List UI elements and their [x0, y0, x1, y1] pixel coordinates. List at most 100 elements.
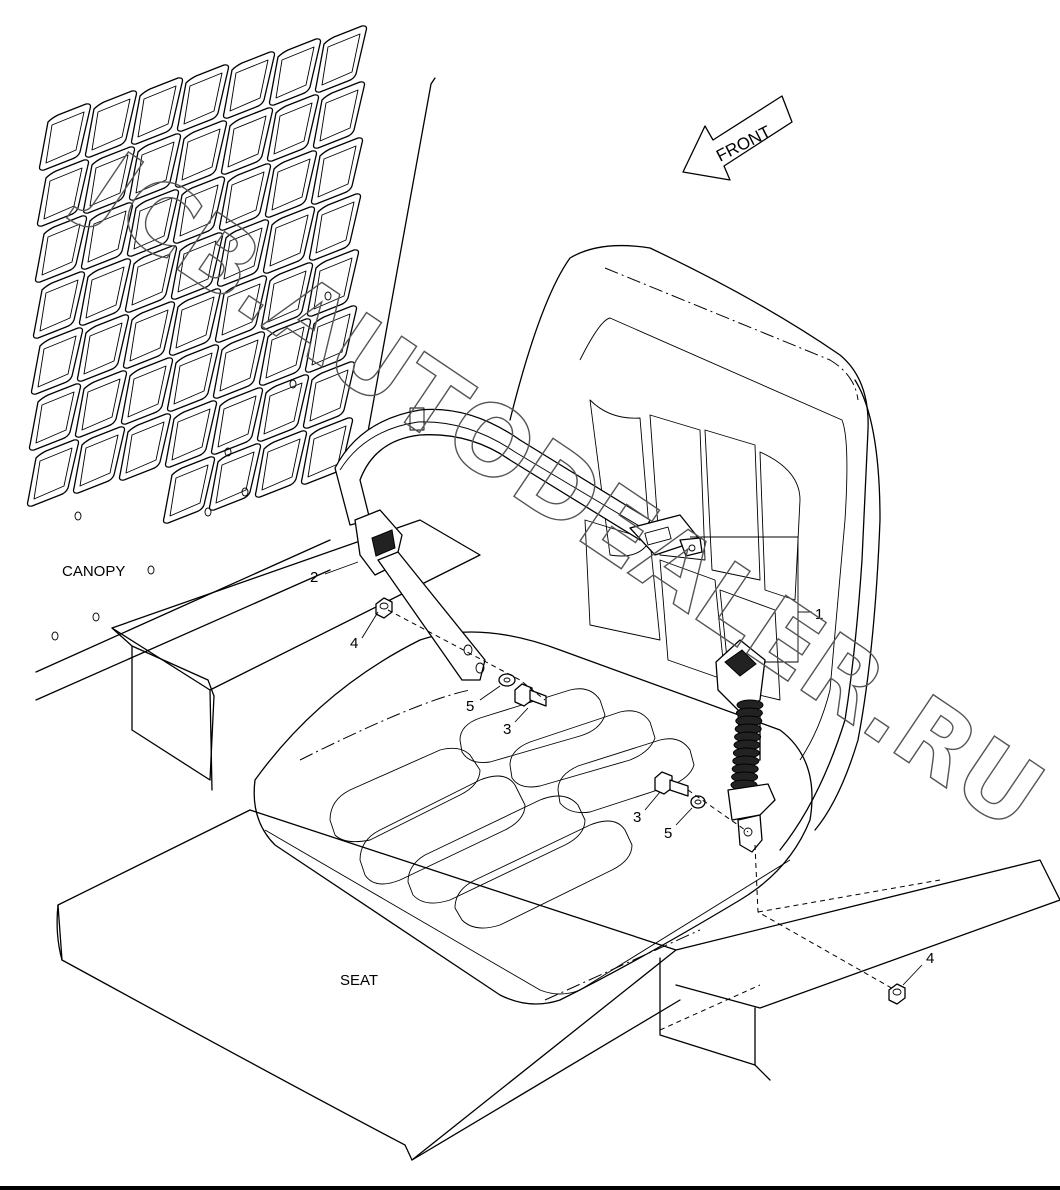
mesh-cell	[84, 90, 138, 158]
assembly-line-right-down	[754, 844, 896, 991]
mesh-cell	[26, 439, 80, 507]
mesh-cell-inner	[317, 145, 357, 198]
mesh-cell-inner	[173, 352, 213, 405]
mesh-cell-inner	[223, 227, 263, 280]
mesh-cell	[308, 193, 362, 261]
mesh-cell	[254, 430, 308, 498]
canopy-floor-plate	[35, 519, 481, 791]
mesh-cell-inner	[83, 322, 123, 375]
assembly-line-right	[687, 789, 749, 833]
mesh-cell-inner	[87, 210, 127, 263]
mesh-cell	[74, 370, 128, 438]
seat-centerline-2	[299, 689, 471, 761]
mesh-cell	[256, 374, 310, 442]
mesh-cell	[172, 176, 226, 244]
mesh-cell	[214, 275, 268, 343]
mesh-cell-inner	[79, 434, 119, 487]
mesh-cell	[170, 232, 224, 300]
mesh-cell-inner	[315, 201, 355, 254]
seat-label: SEAT	[340, 972, 378, 989]
assembly-line-base	[757, 879, 941, 913]
mesh-cell	[76, 314, 130, 382]
mesh-cell-inner	[313, 257, 353, 310]
mesh-cell-inner	[183, 72, 223, 125]
mesh-cell	[264, 150, 318, 218]
mesh-cell	[120, 357, 174, 425]
seat-centerline-1	[604, 267, 859, 401]
mesh-cell	[164, 400, 218, 468]
mesh-hole	[289, 379, 297, 389]
mesh-cell	[222, 51, 276, 119]
mesh-hole	[92, 612, 100, 622]
mesh-cell	[32, 271, 86, 339]
mesh-cell-inner	[311, 313, 351, 366]
mesh-cell	[130, 77, 184, 145]
mesh-cell-inner	[225, 171, 265, 224]
buckle-bellows	[730, 699, 764, 791]
mesh-cell	[210, 387, 264, 455]
washer-left	[498, 673, 516, 687]
callout-3a: 3	[503, 721, 511, 738]
mesh-cell-inner	[43, 167, 83, 220]
mesh-cell	[314, 25, 368, 93]
mesh-hole	[74, 511, 82, 521]
mesh-cell-inner	[35, 391, 75, 444]
mesh-cell-inner	[91, 98, 131, 151]
washer-right	[690, 795, 706, 809]
bottom-border	[0, 1186, 1060, 1190]
callout-3a-leader	[514, 707, 529, 723]
callout-4b-leader	[902, 964, 923, 986]
mesh-cell-inner	[229, 59, 269, 112]
callout-1-leader	[690, 536, 799, 663]
callout-5b-leader	[675, 807, 693, 826]
mesh-cell-inner	[265, 326, 305, 379]
callout-2-leader	[324, 561, 359, 575]
mesh-cell-inner	[319, 89, 359, 142]
mesh-cell-inner	[321, 33, 361, 86]
mesh-cell	[78, 258, 132, 326]
mesh-cell-inner	[217, 395, 257, 448]
mesh-cell-inner	[45, 111, 85, 164]
mesh-cell-inner	[85, 266, 125, 319]
mesh-cell	[216, 219, 270, 287]
mesh-cell-inner	[179, 184, 219, 237]
mesh-cell-inner	[137, 85, 177, 138]
mesh-cell	[28, 383, 82, 451]
mesh-cell-inner	[39, 279, 79, 332]
mesh-cell-inner	[219, 339, 259, 392]
seat-belt-strap	[334, 407, 703, 557]
mesh-cell-inner	[309, 369, 349, 422]
anchor-bracket	[354, 509, 486, 681]
mesh-cell	[220, 107, 274, 175]
mesh-cell-inner	[261, 438, 301, 491]
callout-4a: 4	[350, 635, 358, 652]
mesh-cell-inner	[215, 451, 255, 504]
mesh-cell-inner	[131, 253, 171, 306]
mesh-cell-inner	[181, 128, 221, 181]
mesh-cell-inner	[81, 378, 121, 431]
mesh-cell-inner	[125, 421, 165, 474]
mesh-cell-inner	[135, 141, 175, 194]
mesh-cell	[124, 245, 178, 313]
mesh-cell	[82, 146, 136, 214]
mesh-cell	[212, 331, 266, 399]
mesh-cell-inner	[271, 158, 311, 211]
mesh-hole	[241, 487, 249, 497]
mesh-cell-inner	[267, 270, 307, 323]
mesh-cell-inner	[221, 283, 261, 336]
canopy-mesh	[26, 25, 368, 641]
callout-3b: 3	[633, 809, 641, 826]
mesh-cell	[304, 305, 358, 373]
mesh-cell	[118, 413, 172, 481]
mesh-cell	[168, 288, 222, 356]
mesh-hole	[324, 291, 332, 301]
mesh-cell	[174, 120, 228, 188]
assembly-line-seatfront	[659, 984, 761, 1031]
callout-5a: 5	[466, 698, 474, 715]
buckle-assembly	[715, 639, 776, 853]
callout-3b-leader	[644, 791, 661, 811]
mesh-cell-inner	[41, 223, 81, 276]
mesh-cell	[302, 361, 356, 429]
mesh-cell	[38, 103, 92, 171]
mesh-cell	[258, 318, 312, 386]
